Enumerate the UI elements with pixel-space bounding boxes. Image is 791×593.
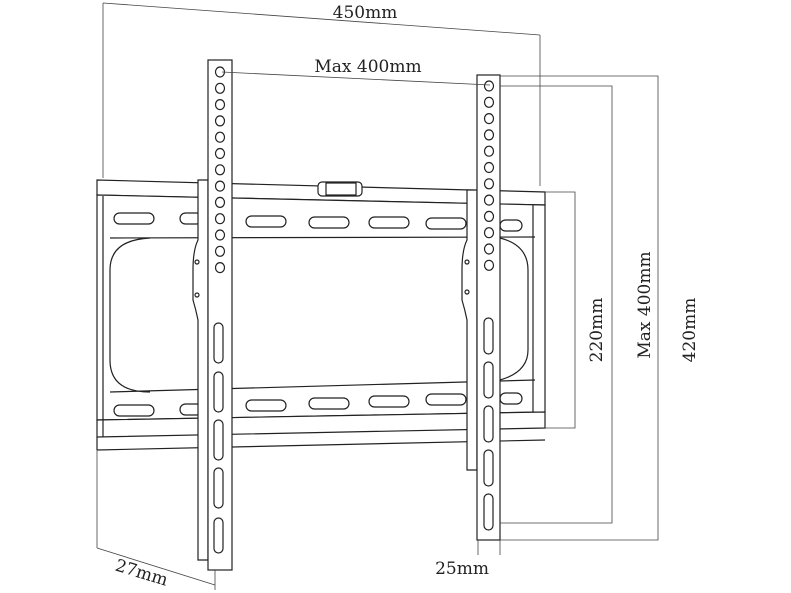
height-420-label: 420mm	[680, 298, 700, 363]
mounting-hole	[214, 82, 226, 94]
dimension-lines	[96, 71, 659, 590]
mounting-hole	[214, 229, 226, 241]
mounting-hole	[483, 259, 495, 271]
mounting-hole	[483, 210, 495, 222]
mounting-hole	[483, 178, 495, 190]
height-220-label: 220mm	[587, 298, 607, 363]
mounting-hole	[214, 196, 226, 208]
mounting-hole	[214, 245, 226, 257]
mounting-hole	[214, 180, 226, 192]
right-vertical-strip	[461, 74, 501, 541]
mounting-hole	[483, 80, 495, 92]
mounting-hole	[483, 227, 495, 239]
mounting-hole	[483, 243, 495, 255]
mounting-hole	[483, 145, 495, 157]
strip-25-label: 25mm	[435, 559, 489, 579]
width-450-label: 450mm	[333, 3, 398, 23]
max-400-horizontal-label: Max 400mm	[314, 57, 421, 77]
mounting-hole	[483, 129, 495, 141]
max-400-vertical-label: Max 400mm	[635, 251, 655, 358]
mounting-hole	[214, 213, 226, 225]
dimension-450	[102, 2, 541, 186]
mounting-hole	[214, 262, 226, 274]
mounting-hole	[214, 98, 226, 111]
mounting-hole	[483, 161, 495, 174]
mounting-hole	[483, 96, 495, 108]
mounting-hole	[214, 164, 226, 176]
mounting-hole	[214, 131, 226, 143]
mounting-hole	[214, 115, 226, 127]
left-vertical-strip	[192, 59, 233, 571]
mounting-hole	[483, 112, 495, 125]
depth-27-label: 27mm	[113, 556, 170, 591]
mounting-hole	[483, 194, 495, 206]
mounting-hole	[214, 147, 226, 160]
